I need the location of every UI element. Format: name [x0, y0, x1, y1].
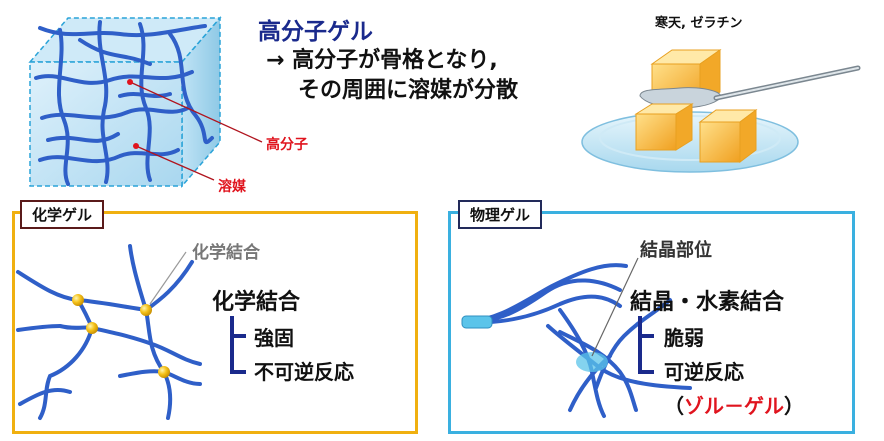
crystal-site [576, 352, 608, 372]
gel-description: → 高分子が骨格となり, その周囲に溶媒が分散 [266, 46, 518, 106]
jelly-cube-right [698, 109, 758, 163]
chemical-gel-network [16, 244, 202, 420]
sol-gel-note: （ゾル－ゲル） [664, 390, 804, 419]
polymer-leader-line [129, 81, 263, 143]
chemical-gel-heading: 化学結合 [212, 290, 301, 315]
jelly-cube-left [634, 103, 694, 151]
chemical-gel-panel [12, 211, 418, 434]
chemical-bond-label: 化学結合 [192, 243, 260, 263]
gel-title: 高分子ゲル [258, 19, 373, 45]
crosslink-point [140, 304, 152, 316]
solvent-label: 溶媒 [218, 179, 246, 195]
polymer-label: 高分子 [266, 137, 308, 153]
description-line-2: その周囲に溶媒が分散 [298, 78, 519, 103]
polymer-fibers [34, 20, 214, 186]
physical-gel-item-brittle: 脆弱 [664, 326, 704, 350]
sol-gel-open: （ [664, 394, 684, 418]
chemical-gel-item-strong: 強固 [254, 326, 294, 350]
crystal-bundle [461, 315, 493, 329]
physical-gel-heading: 結晶・水素結合 [630, 290, 785, 315]
description-line-1: → 高分子が骨格となり, [266, 48, 498, 73]
physical-gel-panel [448, 211, 855, 434]
chemical-gel-tab: 化学ゲル [20, 200, 105, 229]
crystal-site-label: 結晶部位 [640, 240, 712, 261]
sol-gel-text: ゾル－ゲル [684, 394, 784, 418]
chemical-gel-item-irreversible: 不可逆反応 [254, 360, 354, 384]
physical-gel-tab: 物理ゲル [458, 200, 543, 229]
physical-gel-item-reversible: 可逆反応 [664, 360, 744, 384]
crosslink-point [72, 294, 84, 306]
food-caption: 寒天, ゼラチン [655, 16, 743, 31]
crystal-site-leader [591, 257, 639, 357]
crosslink-point [86, 322, 98, 334]
sol-gel-close: ） [784, 394, 804, 418]
polymer-dot [127, 79, 133, 85]
solvent-dot [133, 143, 139, 149]
crosslink-point [158, 366, 170, 378]
solvent-leader-line [135, 145, 215, 181]
chem-bond-leader [149, 251, 187, 305]
